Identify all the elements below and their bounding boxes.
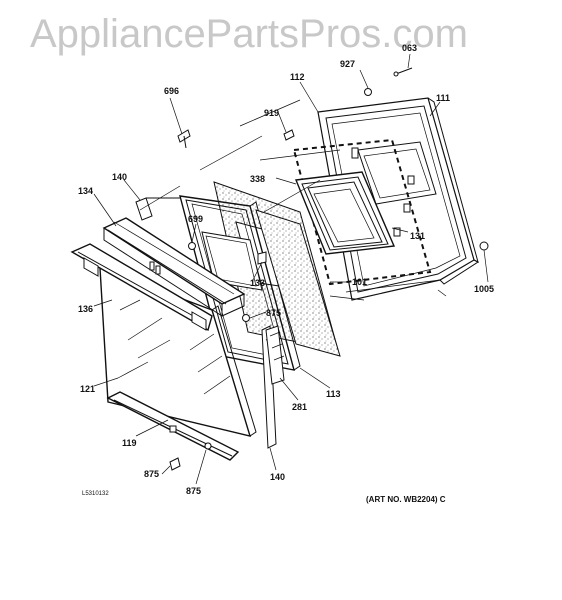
label-140-bottom: 140 (270, 472, 285, 482)
label-136: 136 (78, 304, 93, 314)
inner-window-glass (295, 171, 396, 255)
diagram-code: L5310132 (82, 491, 109, 497)
label-875-bottom-left: 875 (144, 469, 159, 479)
door-handle (70, 243, 213, 332)
label-111: 111 (436, 93, 450, 103)
label-131: 131 (410, 231, 425, 241)
label-121: 121 (80, 384, 95, 394)
label-875-bottom-center: 875 (186, 486, 201, 496)
label-338: 338 (250, 174, 265, 184)
inner-door-liner (179, 195, 341, 371)
hinge-bracket (265, 325, 285, 385)
window-pack-outline (292, 138, 432, 286)
label-1005: 1005 (474, 284, 494, 294)
label-113: 113 (326, 389, 341, 399)
label-699: 699 (188, 214, 203, 224)
label-281: 281 (292, 402, 307, 412)
label-927: 927 (340, 59, 355, 69)
art-number: (ART NO. WB2204) C (366, 495, 446, 504)
watermark: AppliancePartsPros.com (30, 12, 468, 56)
label-133: 133 (250, 278, 265, 288)
label-063: 063 (402, 43, 417, 53)
label-101: 101 (352, 277, 367, 287)
label-919: 919 (264, 108, 279, 118)
label-119: 119 (122, 438, 137, 448)
label-875-mid: 875 (266, 308, 281, 318)
left-side-trim (135, 197, 180, 221)
label-134: 134 (78, 186, 93, 196)
screws (169, 67, 489, 471)
part-labels: 063 927 112 111 696 919 338 140 134 699 … (78, 43, 494, 496)
label-696: 696 (164, 86, 179, 96)
label-140-top: 140 (112, 172, 127, 182)
door-top-trim (102, 217, 246, 317)
label-112: 112 (290, 72, 305, 82)
leader-lines (93, 53, 489, 485)
